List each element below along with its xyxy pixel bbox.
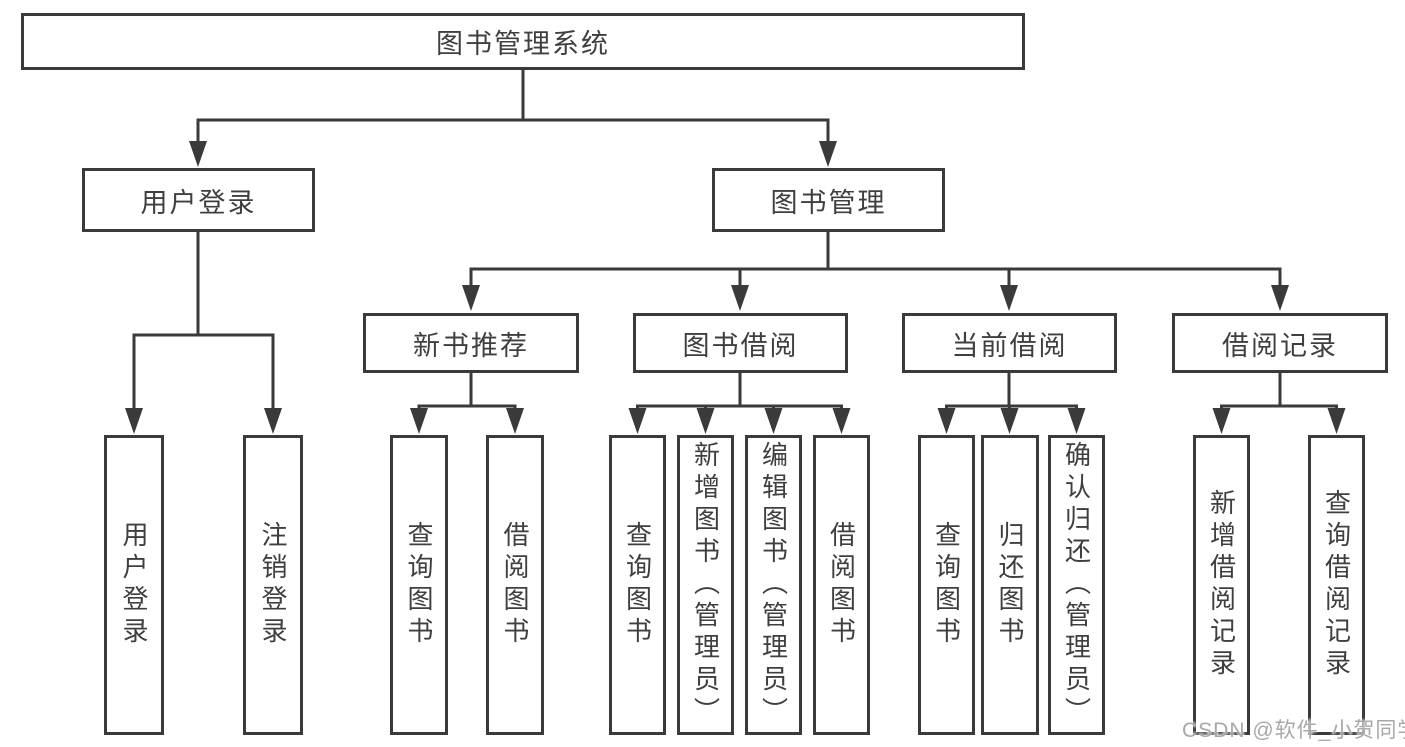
node-label: 查询图书 [931,521,962,649]
node-label: 新增借阅记录 [1206,489,1237,681]
connector-user-login-bracket [132,333,275,410]
node-label: 注销登录 [258,521,288,649]
leaf-confirm-return-admin: 确认归还（管理员） [1048,435,1105,735]
node-label: 用户登录 [119,521,149,649]
node-label: 新增图书（管理员） [690,441,721,729]
node-label: 借阅图书 [500,521,530,649]
leaf-borrow-books-1: 借阅图书 [486,435,544,735]
leaf-edit-book-admin: 编辑图书（管理员） [745,435,802,735]
node-label: 归还图书 [995,521,1025,649]
node-library-management-system: 图书管理系统 [21,13,1025,70]
watermark: CSDN @软件_小贺同学 [1182,719,1405,742]
leaf-add-borrow-record: 新增借阅记录 [1193,435,1250,735]
node-label: 新书推荐 [413,330,529,361]
connector-book-mgmt-bracket [469,267,1282,294]
node-label: 图书管理 [770,187,887,218]
node-label: 图书借阅 [682,330,799,361]
node-label: 当前借阅 [951,330,1068,361]
leaf-query-borrow-record: 查询借阅记录 [1308,435,1365,735]
node-user-login: 用户登录 [82,168,315,232]
leaf-logout: 注销登录 [243,435,303,735]
node-borrow-records: 借阅记录 [1172,313,1388,373]
node-current-borrow: 当前借阅 [902,313,1117,373]
node-label: 查询图书 [404,521,434,649]
leaf-add-book-admin: 新增图书（管理员） [677,435,734,735]
leaf-return-books: 归还图书 [981,435,1039,735]
node-label: 编辑图书（管理员） [758,441,789,729]
connector-root-bracket [196,118,830,144]
leaf-borrow-books-2: 借阅图书 [813,435,870,735]
node-book-borrow: 图书借阅 [633,313,848,373]
connector-current-bracket [945,404,1078,410]
node-label: 查询图书 [622,521,653,649]
node-label: 确认归还（管理员） [1061,441,1092,729]
connector-records-bracket [1220,404,1338,410]
node-label: 查询借阅记录 [1321,489,1352,681]
leaf-query-books-2: 查询图书 [609,435,666,735]
node-label: 用户登录 [140,187,257,218]
connector-borrow-bracket [636,404,843,410]
node-label: 借阅图书 [826,521,857,649]
node-new-book-recommend: 新书推荐 [363,313,579,373]
node-label: 图书管理系统 [436,29,610,59]
leaf-query-books-1: 查询图书 [390,435,448,735]
leaf-query-books-3: 查询图书 [918,435,975,735]
leaf-user-login: 用户登录 [104,435,164,735]
node-label: 借阅记录 [1222,330,1338,361]
connector-new-book-bracket [417,404,517,410]
node-book-management: 图书管理 [712,168,945,232]
